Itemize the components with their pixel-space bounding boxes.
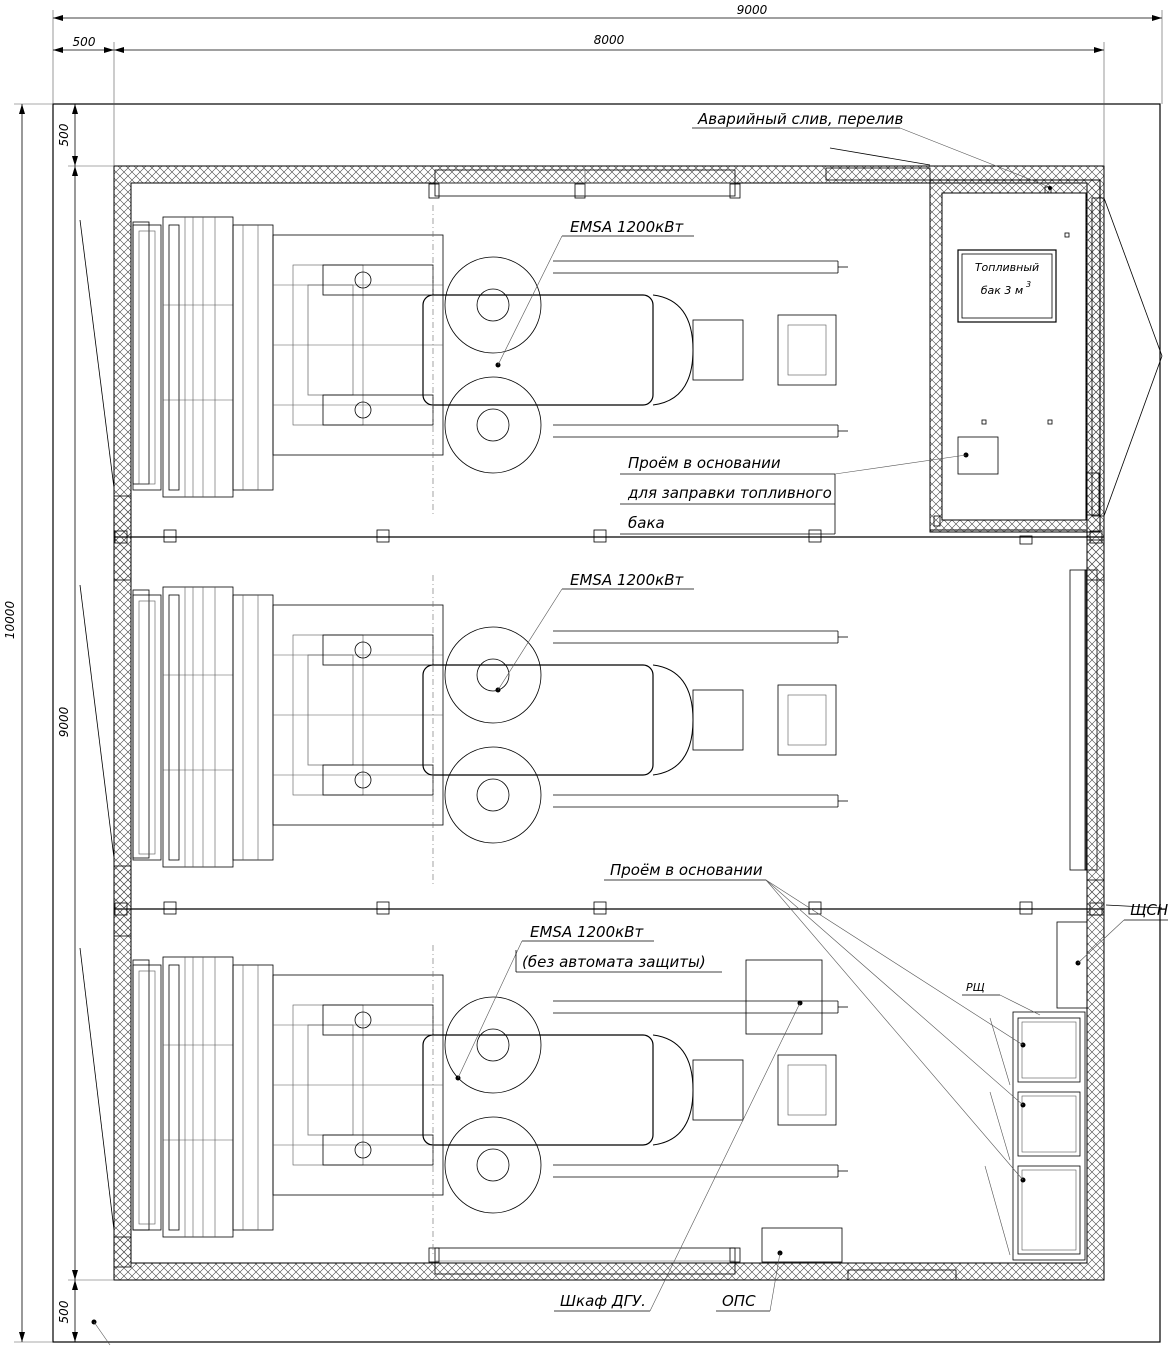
dim-total-height: 10000 (3, 601, 17, 640)
dim-inner-height: 9000 (57, 706, 71, 737)
top-louvre (434, 169, 736, 197)
genset-2-label: EMSA 1200кВт (497, 571, 694, 691)
top-vent (825, 167, 931, 181)
svg-text:ОПС: ОПС (722, 1292, 756, 1310)
rsh-cabinets (984, 1011, 1086, 1261)
genset-3-sublabel: (без автомата защиты) (522, 953, 706, 971)
svg-text:Проём в основании: Проём в основании (610, 861, 763, 879)
dim-left-offset: 500 (73, 35, 96, 49)
callout-ops: ОПС (716, 1252, 781, 1312)
svg-text:Аварийный слив, перелив: Аварийный слив, перелив (697, 110, 904, 128)
fuel-tank-label-sup: 3 (1026, 280, 1031, 289)
dim-inner-width: 8000 (594, 33, 625, 47)
fuel-tank-label-2: бак 3 м (981, 284, 1023, 297)
dimension-lines (14, 10, 1163, 1343)
fuel-tank-label-1: Топливный (975, 261, 1039, 274)
dgu-cabinet-box (745, 959, 823, 1035)
svg-text:Шкаф ДГУ.: Шкаф ДГУ. (560, 1292, 646, 1310)
bottom-louvre (434, 1247, 736, 1275)
ops-box (761, 1227, 843, 1263)
svg-text:для заправки топливного: для заправки топливного (627, 484, 832, 502)
column-posts (114, 183, 1103, 1263)
fuel-tank-label-box (957, 249, 1057, 323)
dim-top-offset: 500 (57, 123, 71, 146)
fuel-tank-room (929, 179, 1101, 533)
svg-text:EMSA 1200кВт: EMSA 1200кВт (530, 923, 644, 941)
svg-text:бака: бака (628, 514, 665, 532)
door-swing-lines (79, 197, 1163, 1231)
genset-1-label: EMSA 1200кВт (497, 218, 694, 366)
callout-emergency-drain: Аварийный слив, перелив (692, 110, 1053, 190)
dim-bottom-offset: 500 (57, 1300, 71, 1323)
svg-text:Проём в основании: Проём в основании (628, 454, 781, 472)
callout-rsh: РЩ (962, 981, 1041, 1016)
svg-text:РЩ: РЩ (966, 981, 985, 994)
site-boundary (52, 103, 1161, 1343)
fuel-tank-filler-opening (957, 436, 999, 475)
genset-3-label: EMSA 1200кВт (без автомата защиты) (457, 923, 722, 1079)
callout-dgu-cabinet: Шкаф ДГУ. (554, 1002, 801, 1312)
svg-text:EMSA 1200кВт: EMSA 1200кВт (570, 218, 684, 236)
callout-shsn: ЩСН (1077, 901, 1168, 964)
callout-base-opening-fuel: Проём в основании для заправки топливног… (620, 454, 967, 535)
callout-base-opening: Проём в основании (604, 861, 1024, 1181)
bottom-vent (847, 1269, 957, 1281)
right-doors (1069, 197, 1105, 871)
svg-text:ЩСН: ЩСН (1130, 901, 1168, 919)
shsn-box (1056, 921, 1088, 1009)
svg-text:EMSA 1200кВт: EMSA 1200кВт (570, 571, 684, 589)
dim-total-width: 9000 (737, 3, 768, 17)
